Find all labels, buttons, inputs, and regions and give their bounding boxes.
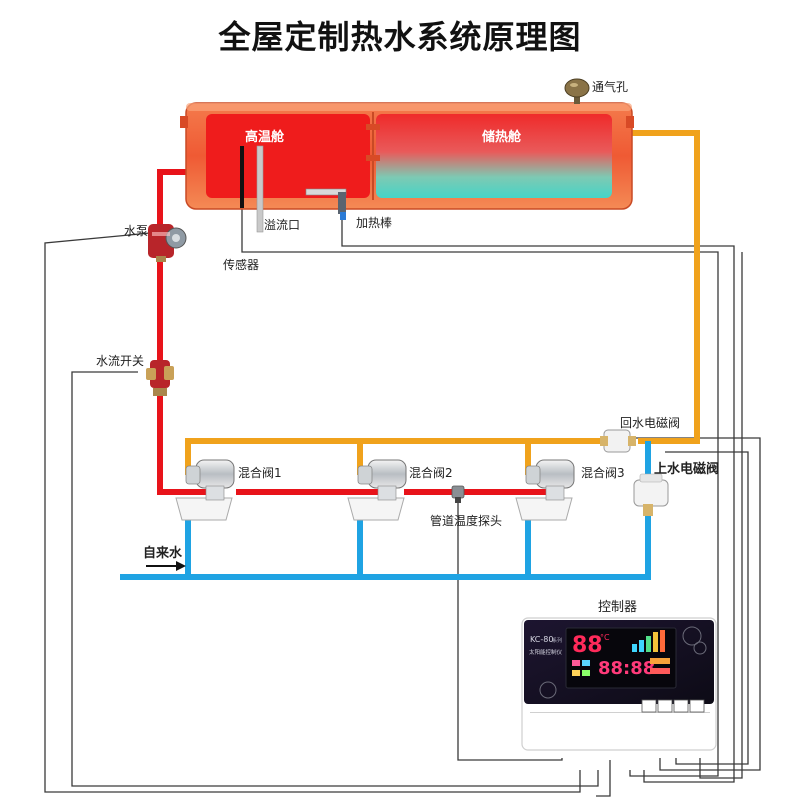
warm-return-pipe	[628, 130, 700, 444]
mixer3-label: 混合阀3	[581, 466, 625, 480]
overflow-label: 溢流口	[264, 218, 301, 232]
screen-temp-unit: °C	[600, 633, 610, 642]
wire-extra-a	[699, 252, 743, 779]
storage-chamber	[376, 114, 612, 198]
control-wires	[44, 200, 761, 797]
mixer-valve-2	[347, 459, 407, 521]
return-valve-label: 回水电磁阀	[620, 416, 681, 430]
hot-water-pipes	[157, 169, 548, 495]
controller-label: 控制器	[598, 600, 638, 615]
pump-label: 水泵	[124, 224, 149, 238]
mixer-valve-3	[515, 459, 575, 521]
wire-inlet-valve	[665, 451, 749, 765]
wire-return-valve	[630, 437, 761, 771]
controller-device: 88 °C 88:88 KC-80 系列 太阳能控制仪	[521, 617, 717, 751]
overflow-pipe	[256, 145, 264, 233]
wire-pipe-probe	[457, 502, 563, 761]
controller-model-suffix: 系列	[552, 637, 562, 644]
screen-temp-digits: 88	[572, 633, 603, 658]
hot-chamber-label: 高温舱	[245, 130, 285, 145]
flow-switch-label: 水流开关	[96, 354, 145, 368]
water-tank	[180, 102, 634, 233]
controller-subtitle: 太阳能控制仪	[529, 648, 563, 656]
hot-chamber	[206, 114, 370, 198]
vent-label: 通气孔	[592, 80, 629, 94]
controller-model: KC-80	[530, 635, 553, 644]
hot-supply-pipe	[157, 169, 212, 495]
heater-rod	[305, 188, 347, 220]
warm-header-pipe	[185, 438, 612, 475]
return-solenoid-valve	[600, 429, 636, 453]
screen-indicators	[572, 658, 670, 676]
pipe-probe-label: 管道温度探头	[430, 514, 503, 528]
vent-knob	[564, 78, 590, 104]
sensor-label: 传感器	[223, 258, 260, 272]
sensor-rod	[240, 146, 244, 208]
controller-buttons	[641, 699, 705, 713]
mixer1-label: 混合阀1	[238, 466, 282, 480]
screen-time-digits: 88:88	[598, 658, 655, 679]
wire-flow-switch	[71, 371, 599, 787]
page-title: 全屋定制热水系统原理图	[218, 18, 582, 56]
mixer2-label: 混合阀2	[409, 466, 453, 480]
tap-water-label: 自来水	[143, 546, 183, 561]
pipe-probe	[451, 485, 465, 503]
wire-pump	[44, 232, 581, 793]
screen-level-bars	[632, 630, 665, 652]
pump	[148, 224, 187, 262]
inlet-valve-label: 上水电磁阀	[654, 462, 720, 477]
heater-label: 加热棒	[356, 216, 393, 230]
wire-heater	[341, 214, 735, 783]
inlet-solenoid-valve	[633, 473, 669, 516]
storage-chamber-label: 储热舱	[482, 130, 522, 145]
flow-switch	[146, 360, 174, 396]
mixer-valve-1	[175, 459, 235, 521]
tap-water-arrow	[146, 561, 186, 571]
wire-extra-b	[596, 760, 611, 797]
wire-sensor	[241, 200, 719, 777]
